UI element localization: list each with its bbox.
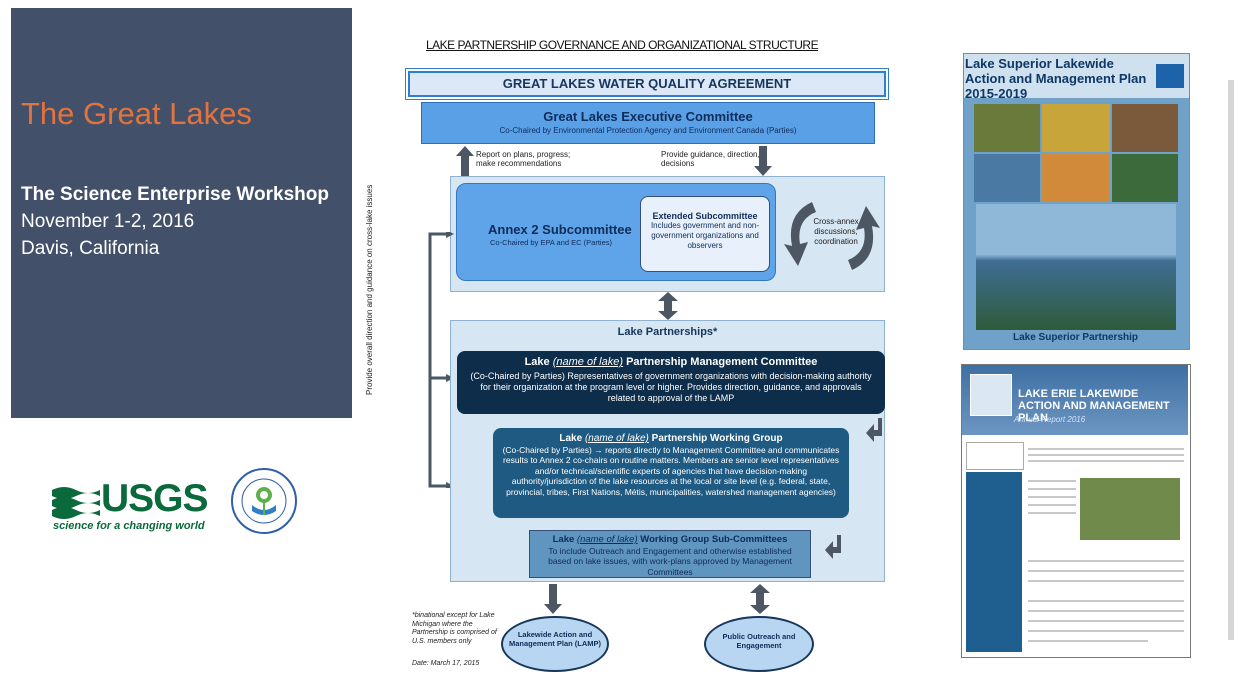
extended-title: Extended Subcommittee <box>652 211 758 221</box>
photo-wildlife <box>1112 104 1178 152</box>
agreement-box: GREAT LAKES WATER QUALITY AGREEMENT <box>405 68 889 100</box>
guidance-down-note: Provide guidance, direction, decisions <box>661 150 760 168</box>
cross-annex-note: Cross-annex discussions, coordination <box>813 217 859 246</box>
epa-seal-icon <box>231 468 297 534</box>
annex-subtitle: Co-Chaired by EPA and EC (Parties) <box>490 238 612 247</box>
extended-subcommittee-box: Extended Subcommittee Includes governmen… <box>640 196 770 272</box>
text-line <box>1028 460 1184 462</box>
text-line <box>1028 448 1184 450</box>
return-arrow-icon <box>866 418 882 442</box>
outreach-ellipse: Public Outreach and Engagement <box>704 616 814 672</box>
erie-photo <box>1080 478 1180 540</box>
lake-partnerships-title: Lake Partnerships* <box>617 326 718 338</box>
management-title: Lake (name of lake) Partnership Manageme… <box>467 357 875 368</box>
erie-logo-icon <box>970 374 1012 416</box>
executive-committee-subtitle: Co-Chaired by Environmental Protection A… <box>499 126 797 135</box>
workshop-name: The Science Enterprise Workshop <box>21 184 329 205</box>
working-group-box: Lake (name of lake) Partnership Working … <box>493 428 849 518</box>
management-committee-box: Lake (name of lake) Partnership Manageme… <box>457 351 885 414</box>
side-direction-label: Provide overall direction and guidance o… <box>365 184 374 395</box>
working-group-lake-name: (name of lake) <box>584 433 649 444</box>
arrow-up-icon <box>456 146 474 176</box>
text-line <box>1028 454 1184 456</box>
subcommittees-title: Lake (name of lake) Working Group Sub-Co… <box>536 534 804 546</box>
erie-contents-box <box>966 442 1024 470</box>
text-line <box>1028 580 1184 582</box>
management-suffix: Partnership Management Committee <box>626 356 818 368</box>
subcommittees-lake-name: (name of lake) <box>576 534 638 545</box>
text-line <box>1028 600 1184 602</box>
text-line <box>1028 512 1076 514</box>
footnote: *binational except for Lake Michigan whe… <box>412 612 497 645</box>
text-line <box>1028 504 1076 506</box>
superior-report-cover <box>963 53 1190 350</box>
management-prefix: Lake <box>524 356 550 368</box>
double-arrow-icon <box>658 292 678 320</box>
working-group-body: (Co-Chaired by Parties) → reports direct… <box>502 444 840 497</box>
working-group-prefix: Lake <box>559 433 583 444</box>
double-arrow-icon <box>750 584 770 614</box>
slide-title: The Great Lakes <box>21 96 252 131</box>
text-line <box>1028 560 1184 562</box>
superior-logo-icon <box>1156 64 1184 88</box>
executive-committee-box: Great Lakes Executive Committee Co-Chair… <box>421 102 875 144</box>
text-line <box>1028 640 1148 642</box>
superior-report-footer: Lake Superior Partnership <box>1012 332 1139 343</box>
text-line <box>1028 496 1076 498</box>
superior-report-title: Lake Superior Lakewide Action and Manage… <box>965 56 1147 101</box>
working-group-title: Lake (name of lake) Partnership Working … <box>501 433 841 445</box>
return-arrow-icon <box>825 535 841 559</box>
lamp-ellipse: Lakewide Action and Management Plan (LAM… <box>501 616 609 672</box>
annex-title: Annex 2 Subcommittee <box>488 222 632 237</box>
erie-sidebar <box>966 472 1022 652</box>
text-line <box>1028 630 1184 632</box>
extended-body: Includes government and non-government o… <box>650 221 760 250</box>
workshop-location: Davis, California <box>21 238 160 259</box>
subcommittees-body: To include Outreach and Engagement and o… <box>548 545 792 577</box>
photo-sunset <box>1042 154 1110 202</box>
erie-report-subtitle: Annual Report 2016 <box>1014 415 1086 424</box>
arrow-down-icon <box>544 584 562 614</box>
report-up-note: Report on plans, progress; make recommen… <box>476 150 571 168</box>
photo-shoreline <box>974 104 1040 152</box>
text-line <box>1028 570 1184 572</box>
photo-butterfly <box>1042 104 1110 152</box>
scrollbar[interactable] <box>1228 80 1234 640</box>
diagram-date: Date: March 17, 2015 <box>412 660 480 667</box>
erie-report-title: LAKE ERIE LAKEWIDE ACTION AND MANAGEMENT… <box>1018 388 1170 424</box>
text-line <box>1028 620 1184 622</box>
management-body: (Co-Chaired by Parties) Representatives … <box>470 371 872 403</box>
text-line <box>1028 610 1184 612</box>
usgs-logo-icon <box>52 487 100 519</box>
executive-committee-title: Great Lakes Executive Committee <box>543 109 753 124</box>
text-line <box>1028 488 1076 490</box>
photo-plants <box>1112 154 1178 202</box>
subcommittees-prefix: Lake <box>552 534 575 545</box>
cycle-arrows-icon <box>784 202 880 270</box>
photo-lake-vista <box>976 204 1176 330</box>
subcommittees-suffix: Working Group Sub-Committees <box>640 534 788 545</box>
title-panel <box>11 8 352 418</box>
management-lake-name: (name of lake) <box>552 356 624 368</box>
usgs-wordmark: USGS <box>101 477 209 520</box>
photo-waves <box>974 154 1040 202</box>
superior-header <box>964 54 1189 98</box>
text-line <box>1028 480 1076 482</box>
diagram-title: LAKE PARTNERSHIP GOVERNANCE AND ORGANIZA… <box>426 38 819 52</box>
workshop-date: November 1-2, 2016 <box>21 211 195 232</box>
arrow-down-icon <box>754 146 772 176</box>
subcommittees-box: Lake (name of lake) Working Group Sub-Co… <box>529 530 811 578</box>
working-group-suffix: Partnership Working Group <box>651 433 783 444</box>
usgs-tagline: science for a changing world <box>53 520 205 532</box>
